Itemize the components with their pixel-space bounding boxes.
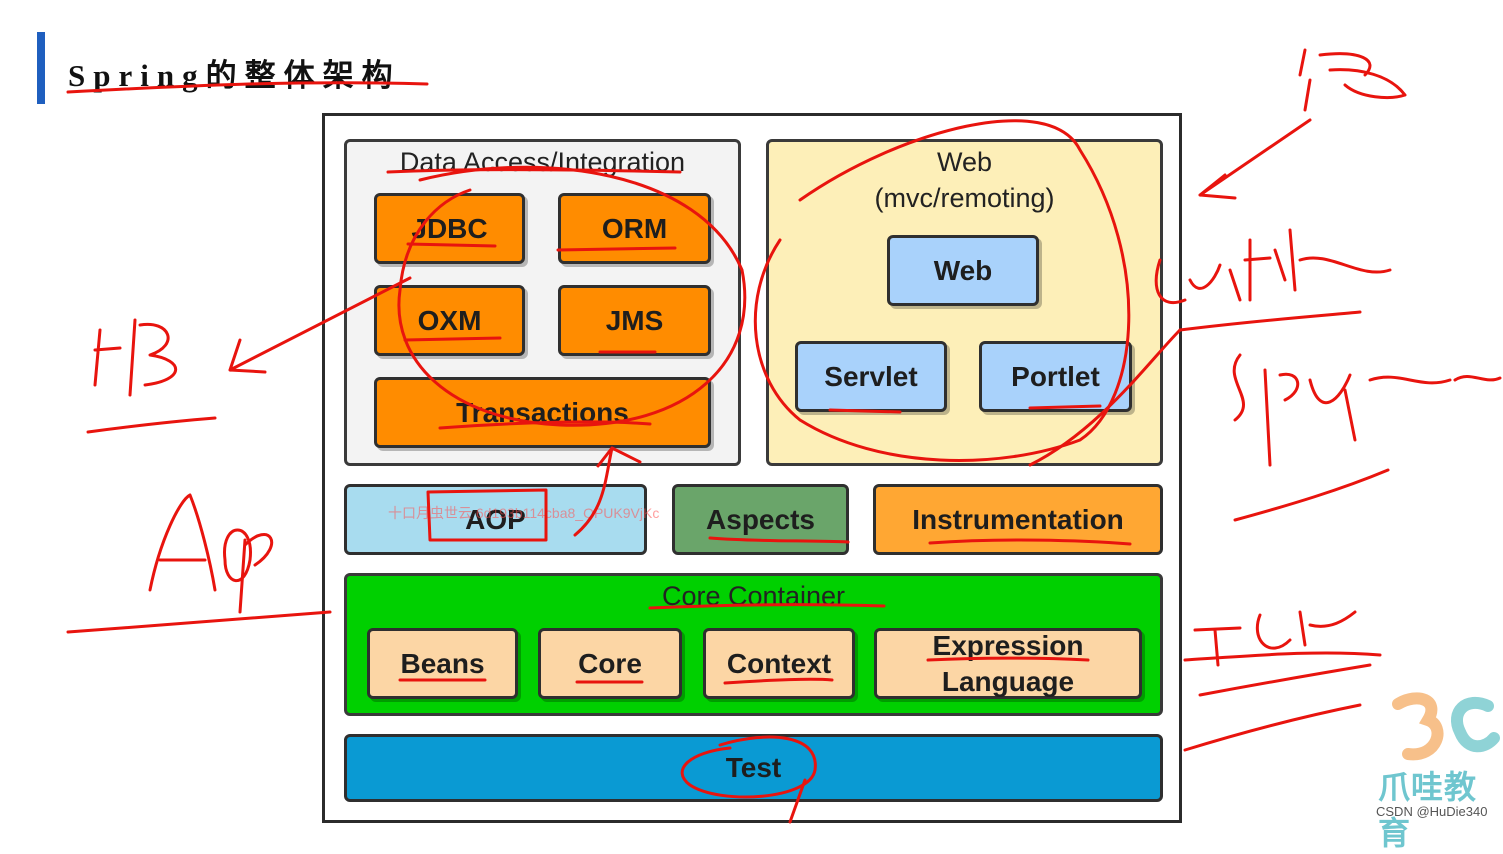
ioc-handwriting — [1193, 610, 1357, 667]
test-arrow — [1183, 703, 1362, 752]
web-panel-subtitle: (mvc/remoting) — [874, 183, 1055, 213]
web-panel-title: Web — [936, 147, 993, 177]
core-container-label: Core Container — [661, 581, 846, 611]
core-module: Core — [538, 628, 682, 699]
portlet-module: Portlet — [979, 341, 1132, 412]
aop-handwriting — [148, 493, 274, 614]
orm-module: ORM — [558, 193, 711, 264]
jdbc-module: JDBC — [374, 193, 525, 264]
controller-arrow — [1198, 118, 1312, 200]
beans-module: Beans — [367, 628, 518, 699]
watermark: 十口月虫世云 6d193b114cba8_OPUK9VjKc — [388, 505, 660, 521]
expression-language-line1: Expression — [932, 629, 1084, 661]
data-access-label: Data Access/Integration — [399, 147, 686, 177]
jms-module: JMS — [558, 285, 711, 356]
ioc-underline-1 — [1183, 651, 1382, 662]
page-title: Spring的整体架构 — [68, 58, 401, 93]
controller-handwriting — [1154, 228, 1392, 304]
test-module: Test — [344, 734, 1163, 802]
ioc-underline-2 — [1198, 663, 1372, 697]
aop-underline — [66, 610, 332, 634]
oxm-module: OXM — [374, 285, 525, 356]
db-char — [93, 318, 178, 397]
transactions-module: Transactions — [374, 377, 711, 448]
expression-language-module: Expression Language — [874, 628, 1142, 699]
instrumentation-module: Instrumentation — [873, 484, 1163, 555]
top-right-handwriting — [1298, 48, 1407, 112]
context-module: Context — [703, 628, 855, 699]
controller-underline — [1178, 310, 1362, 332]
springmvc-handwriting — [1232, 353, 1502, 467]
servlet-module: Servlet — [795, 341, 947, 412]
db-underline — [86, 416, 217, 434]
aspects-module: Aspects — [672, 484, 849, 555]
springmvc-underline — [1233, 468, 1390, 522]
brand-logo-icon — [1392, 692, 1500, 761]
credit-text: CSDN @HuDie340 — [1376, 804, 1488, 819]
title-accent-bar — [37, 32, 45, 104]
expression-language-line2: Language — [941, 665, 1075, 697]
web-module: Web — [887, 235, 1039, 306]
